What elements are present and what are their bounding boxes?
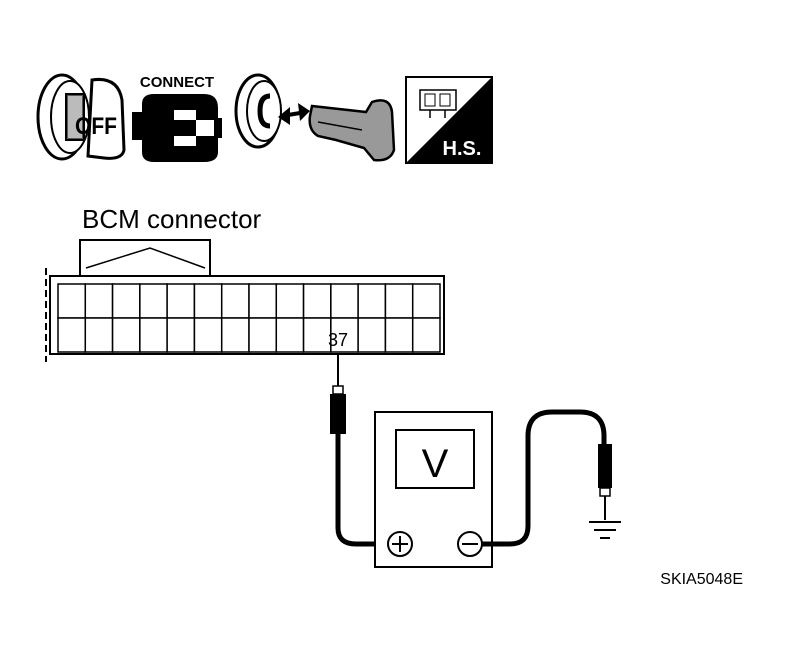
key-removed-icon xyxy=(234,73,396,162)
connector-terminal-grid xyxy=(57,283,441,353)
connector-terminal-cell xyxy=(84,317,114,353)
connector-terminal-cell xyxy=(193,283,223,319)
connector-terminal-cell xyxy=(166,283,196,319)
connector-terminal-cell xyxy=(111,283,141,319)
connector-terminal-cell xyxy=(275,283,305,319)
negative-probe xyxy=(482,409,612,547)
connector-terminal-cell xyxy=(357,283,387,319)
connect-icon: CONNECT xyxy=(132,74,222,162)
ignition-off-label: OFF xyxy=(75,113,117,140)
positive-terminal xyxy=(387,531,413,557)
terminal-37-label: 37 xyxy=(328,330,348,350)
figure-code: SKIA5048E xyxy=(660,571,743,588)
connector-terminal-cell xyxy=(384,317,414,353)
connector-terminal-cell xyxy=(411,317,441,353)
connector-terminal-cell xyxy=(139,317,168,353)
connector-terminal-cell xyxy=(248,283,278,319)
connector-terminal-cell xyxy=(220,283,250,319)
connector-terminal-cell xyxy=(139,283,168,319)
positive-probe xyxy=(330,354,388,547)
connector-terminal-cell xyxy=(384,283,414,319)
connector-terminal-cell xyxy=(248,317,278,353)
negative-terminal xyxy=(457,531,483,557)
connector-terminal-cell xyxy=(357,317,387,353)
ignition-off-icon: OFF xyxy=(36,73,126,161)
connector-terminal-cell xyxy=(330,283,359,319)
connector-terminal-cell xyxy=(302,283,332,319)
ground-symbol xyxy=(589,521,621,539)
connector-terminal-cell xyxy=(57,283,87,319)
harness-hs-label: H.S. xyxy=(443,138,482,160)
connector-terminal-cell xyxy=(111,317,141,353)
connector-terminal-cell xyxy=(275,317,305,353)
harness-hs-icon: H.S. xyxy=(405,76,493,164)
connector-terminal-cell xyxy=(411,283,441,319)
connector-terminal-cell xyxy=(193,317,223,353)
connector-title: BCM connector xyxy=(82,204,262,234)
connector-terminal-cell xyxy=(302,317,332,353)
connector-terminal-cell xyxy=(166,317,196,353)
bcm-connector: 37 xyxy=(45,239,445,362)
voltmeter: V xyxy=(374,411,493,568)
connector-terminal-cell xyxy=(84,283,114,319)
connector-terminal-cell xyxy=(57,317,87,353)
connect-label: CONNECT xyxy=(140,74,214,91)
voltmeter-mode-label: V xyxy=(422,442,449,486)
connector-terminal-cell xyxy=(220,317,250,353)
